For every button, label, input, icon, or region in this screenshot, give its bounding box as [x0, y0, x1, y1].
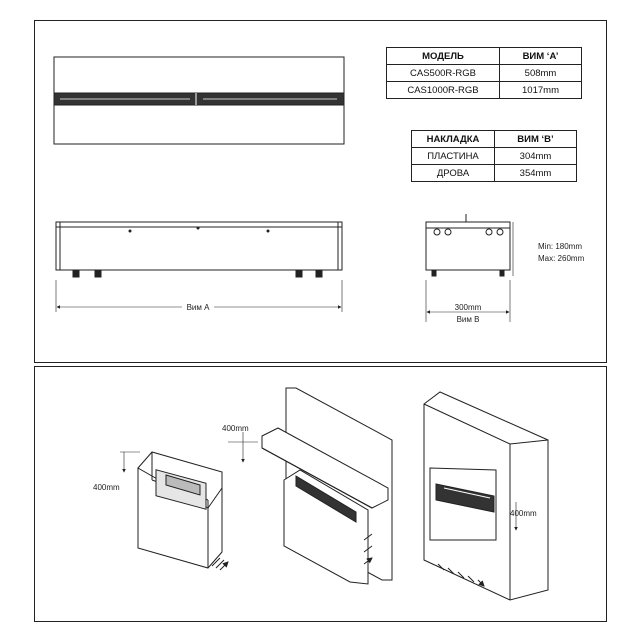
dim-a-label: Вим A [187, 303, 211, 312]
top-drawing-panel [34, 20, 607, 363]
dim-a-cell: 1017mm [499, 81, 582, 99]
side-width-label: 300mm [455, 303, 482, 312]
airflow-arrows [437, 563, 484, 586]
clearance-label: 400mm [93, 483, 120, 492]
airflow-arrows [363, 533, 372, 565]
burner-top-view [53, 56, 345, 145]
cover-table-header: НАКЛАДКА ВИМ ‘B’ [411, 130, 577, 148]
model-dimension-table: МОДЕЛЬ ВИМ ‘A’ CAS500R-RGB 508mm CAS1000… [386, 47, 582, 99]
table-row: ДРОВА 354mm [411, 164, 577, 182]
clearance-label: 400mm [222, 424, 249, 433]
installation-drawing-panel [34, 366, 607, 622]
install-box-view [120, 451, 228, 571]
height-max-label: Max: 260mm [538, 254, 585, 263]
model-table-header: МОДЕЛЬ ВИМ ‘A’ [386, 47, 582, 65]
burner-feet [72, 269, 323, 278]
install-builtin-view [423, 391, 549, 601]
height-min-label: Min: 180mm [538, 242, 582, 251]
table-row: CAS1000R-RGB 1017mm [386, 81, 582, 99]
dim-b-label: Вим B [457, 315, 480, 324]
dim-b-cell: 354mm [494, 164, 577, 182]
airflow-arrows [211, 558, 228, 571]
burner-side-view [425, 214, 514, 322]
burner-front-view [55, 221, 343, 312]
install-shelf-view [228, 387, 393, 585]
cover-dimension-table: НАКЛАДКА ВИМ ‘B’ ПЛАСТИНА 304mm ДРОВА 35… [411, 130, 577, 182]
clearance-label: 400mm [510, 509, 537, 518]
